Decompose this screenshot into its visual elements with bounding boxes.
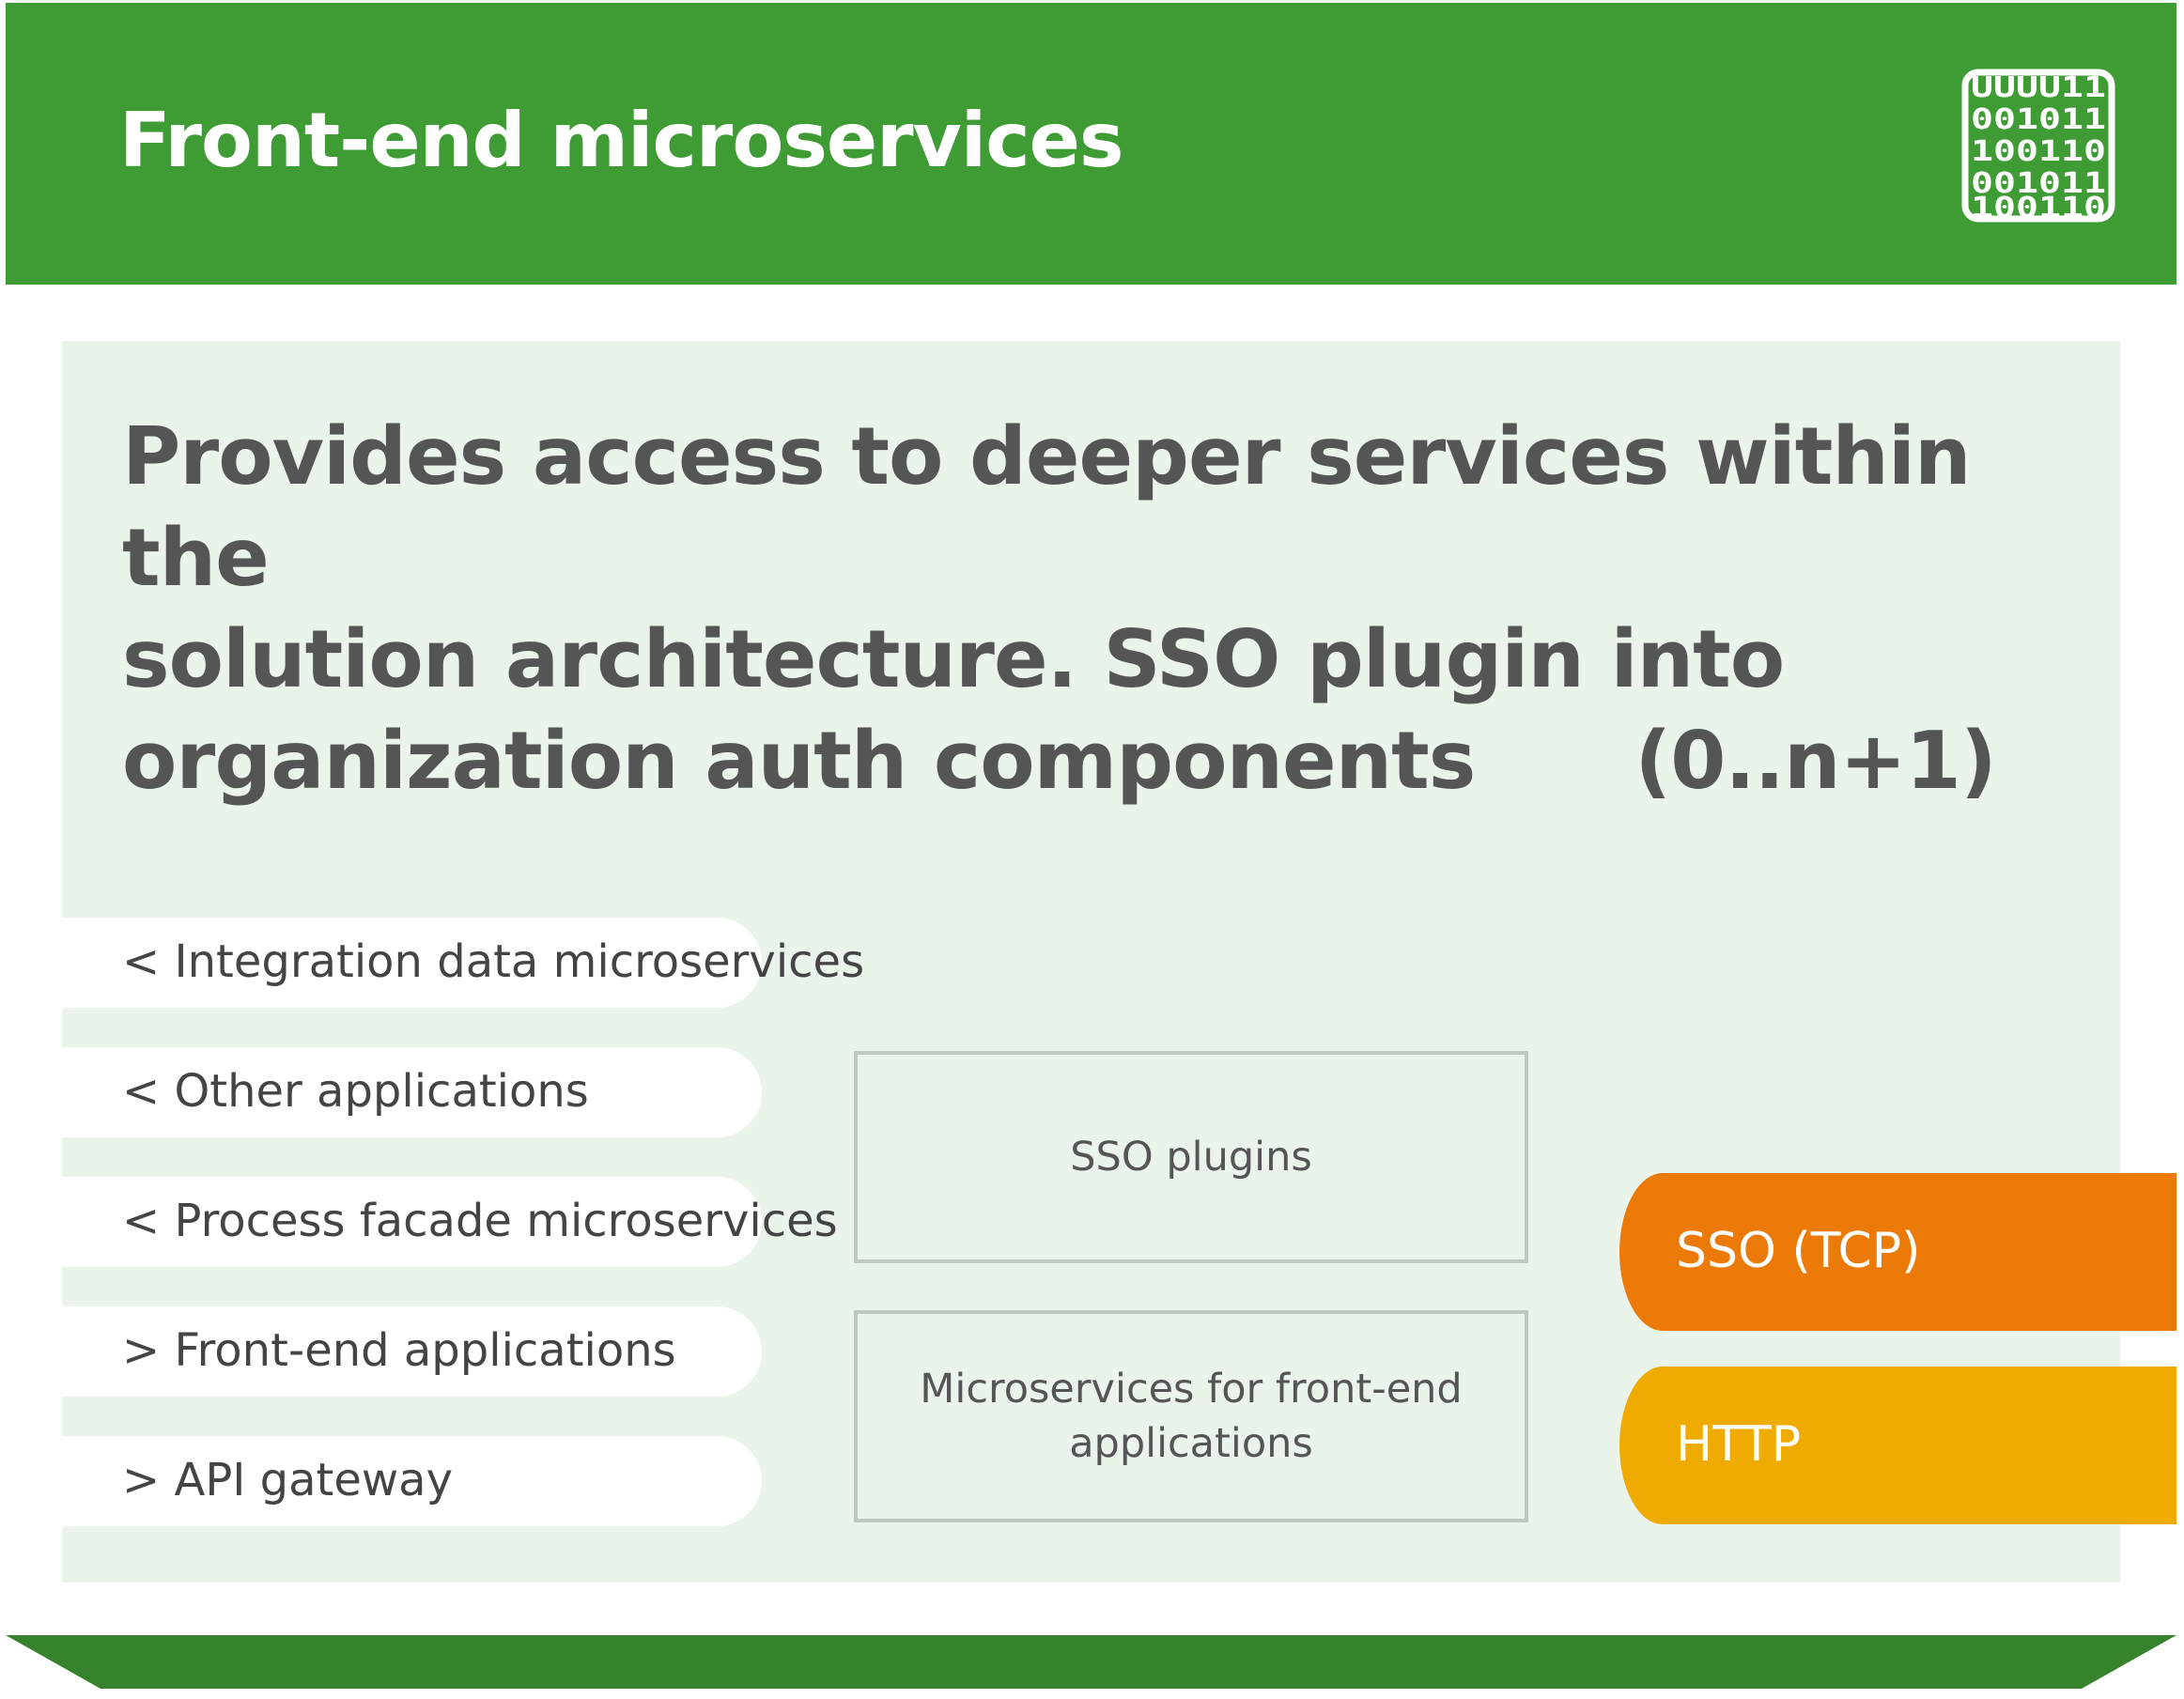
connection-api-gateway: > API gateway [62,1436,762,1526]
binary-row: 100110 [1971,192,2106,223]
connection-label: < Process facade microservices [122,1195,838,1247]
footer-bar [6,1635,2176,1689]
header-title: Front-end microservices [119,97,1123,184]
multiplicity-label: (0..n+1) [1634,715,1996,808]
headline-line-3: organization auth components [122,715,1476,808]
content-panel: Provides access to deeper services withi… [62,341,2120,1583]
component-front-end-microservices: Microservices for front-end applications [854,1310,1528,1522]
protocol-http: HTTP [1619,1367,2176,1524]
protocol-label: HTTP [1676,1416,1802,1473]
binary-row: 100110 [1971,135,2106,168]
protocol-sso-tcp: SSO (TCP) [1619,1173,2176,1331]
binary-code-icon: UUUU11 001011 100110 001011 100110 [1961,69,2115,223]
headline-line-1: Provides access to deeper services withi… [122,410,1972,605]
protocol-label: SSO (TCP) [1676,1223,1921,1279]
headline-line-2: solution architecture. SSO plugin into [122,613,1785,706]
connection-label: > API gateway [122,1454,453,1506]
footer-shape [6,1635,2176,1689]
description-headline: Provides access to deeper services withi… [122,407,2095,812]
connection-process-facade: < Process facade microservices [62,1177,838,1267]
connection-front-end-applications: > Front-end applications [62,1306,762,1397]
binary-row: 001011 [1971,167,2106,200]
component-sso-plugins: SSO plugins [854,1051,1528,1263]
connection-other-applications: < Other applications [62,1047,762,1137]
diagram-card: Front-end microservices UUUU11 001011 10… [6,3,2176,1689]
component-label: SSO plugins [1070,1134,1312,1181]
connection-label: < Other applications [122,1065,589,1118]
connection-integration-data: < Integration data microservices [62,918,864,1008]
connection-label: > Front-end applications [122,1324,676,1377]
connection-label: < Integration data microservices [122,935,865,988]
binary-row: 001011 [1971,103,2106,136]
header-banner: Front-end microservices UUUU11 001011 10… [6,3,2176,285]
component-label: Microservices for front-end applications [920,1366,1463,1467]
binary-row: UUUU11 [1971,71,2106,104]
